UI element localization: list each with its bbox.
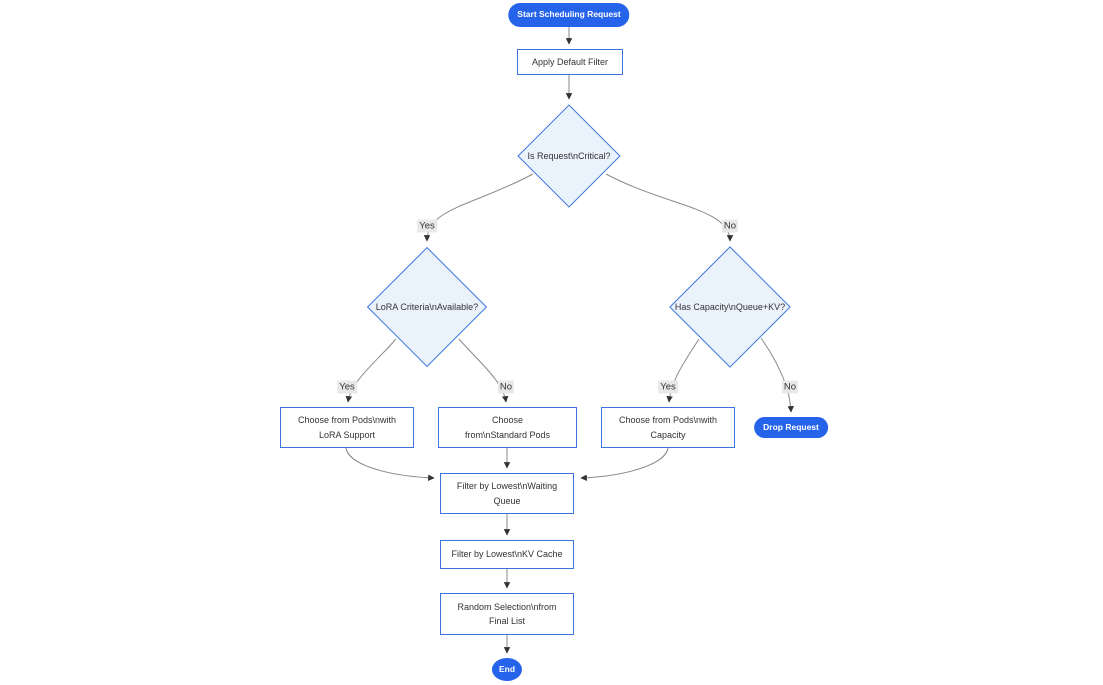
node-filter-lowest-kv-cache: Filter by Lowest\nKV Cache [440, 540, 574, 569]
node-filter-lowest-waiting-queue-label: Filter by Lowest\nWaiting Queue [456, 481, 558, 506]
node-random-selection-final-list-label: Random Selection\nfrom Final List [457, 601, 557, 626]
node-lora-criteria-available-label: LoRA Criteria\nAvailable? [375, 302, 479, 312]
edge-lora-pods-to-filter-queue [345, 447, 435, 482]
node-choose-pods-lora-support: Choose from Pods\nwith LoRA Support [280, 407, 414, 448]
edge-is-critical-no-to-capacity [605, 173, 734, 242]
node-random-selection-final-list: Random Selection\nfrom Final List [440, 593, 574, 635]
edge-label-lora-no: No [497, 380, 515, 394]
edge-label-capacity-yes: Yes [658, 380, 678, 394]
node-choose-standard-pods-label: Choose from\nStandard Pods [464, 415, 551, 440]
node-end: End [491, 658, 523, 681]
node-choose-standard-pods: Choose from\nStandard Pods [438, 407, 577, 448]
node-filter-lowest-waiting-queue: Filter by Lowest\nWaiting Queue [440, 473, 574, 514]
node-choose-pods-capacity-label: Choose from Pods\nwith Capacity [618, 415, 718, 440]
edge-capacity-pods-to-filter-queue [580, 447, 669, 482]
edge-label-lora-yes: Yes [337, 380, 357, 394]
edge-lora-no-to-standard-pods [458, 338, 509, 403]
edge-label-capacity-no: No [781, 380, 799, 394]
edge-capacity-yes-to-capacity-pods [666, 338, 700, 403]
node-start: Start Scheduling Request [508, 3, 630, 27]
node-choose-pods-lora-support-label: Choose from Pods\nwith LoRA Support [297, 415, 397, 440]
edge-label-critical-yes: Yes [417, 219, 437, 233]
node-lora-criteria-available: LoRA Criteria\nAvailable? [366, 246, 488, 368]
node-has-capacity-queue-kv-label: Has Capacity\nQueue+KV? [674, 302, 786, 312]
node-is-request-critical-label: Is Request\nCritical? [527, 151, 611, 161]
edge-label-critical-no: No [721, 219, 739, 233]
node-is-request-critical: Is Request\nCritical? [517, 104, 621, 208]
node-drop-request: Drop Request [754, 417, 828, 438]
edge-lora-yes-to-lora-pods [345, 338, 397, 403]
node-filter-lowest-kv-cache-label: Filter by Lowest\nKV Cache [451, 549, 563, 560]
node-apply-default-filter-label: Apply Default Filter [531, 56, 609, 67]
node-has-capacity-queue-kv: Has Capacity\nQueue+KV? [668, 246, 792, 368]
edge-capacity-no-to-drop-request [760, 337, 795, 413]
node-apply-default-filter: Apply Default Filter [517, 49, 623, 75]
node-choose-pods-capacity: Choose from Pods\nwith Capacity [601, 407, 735, 448]
